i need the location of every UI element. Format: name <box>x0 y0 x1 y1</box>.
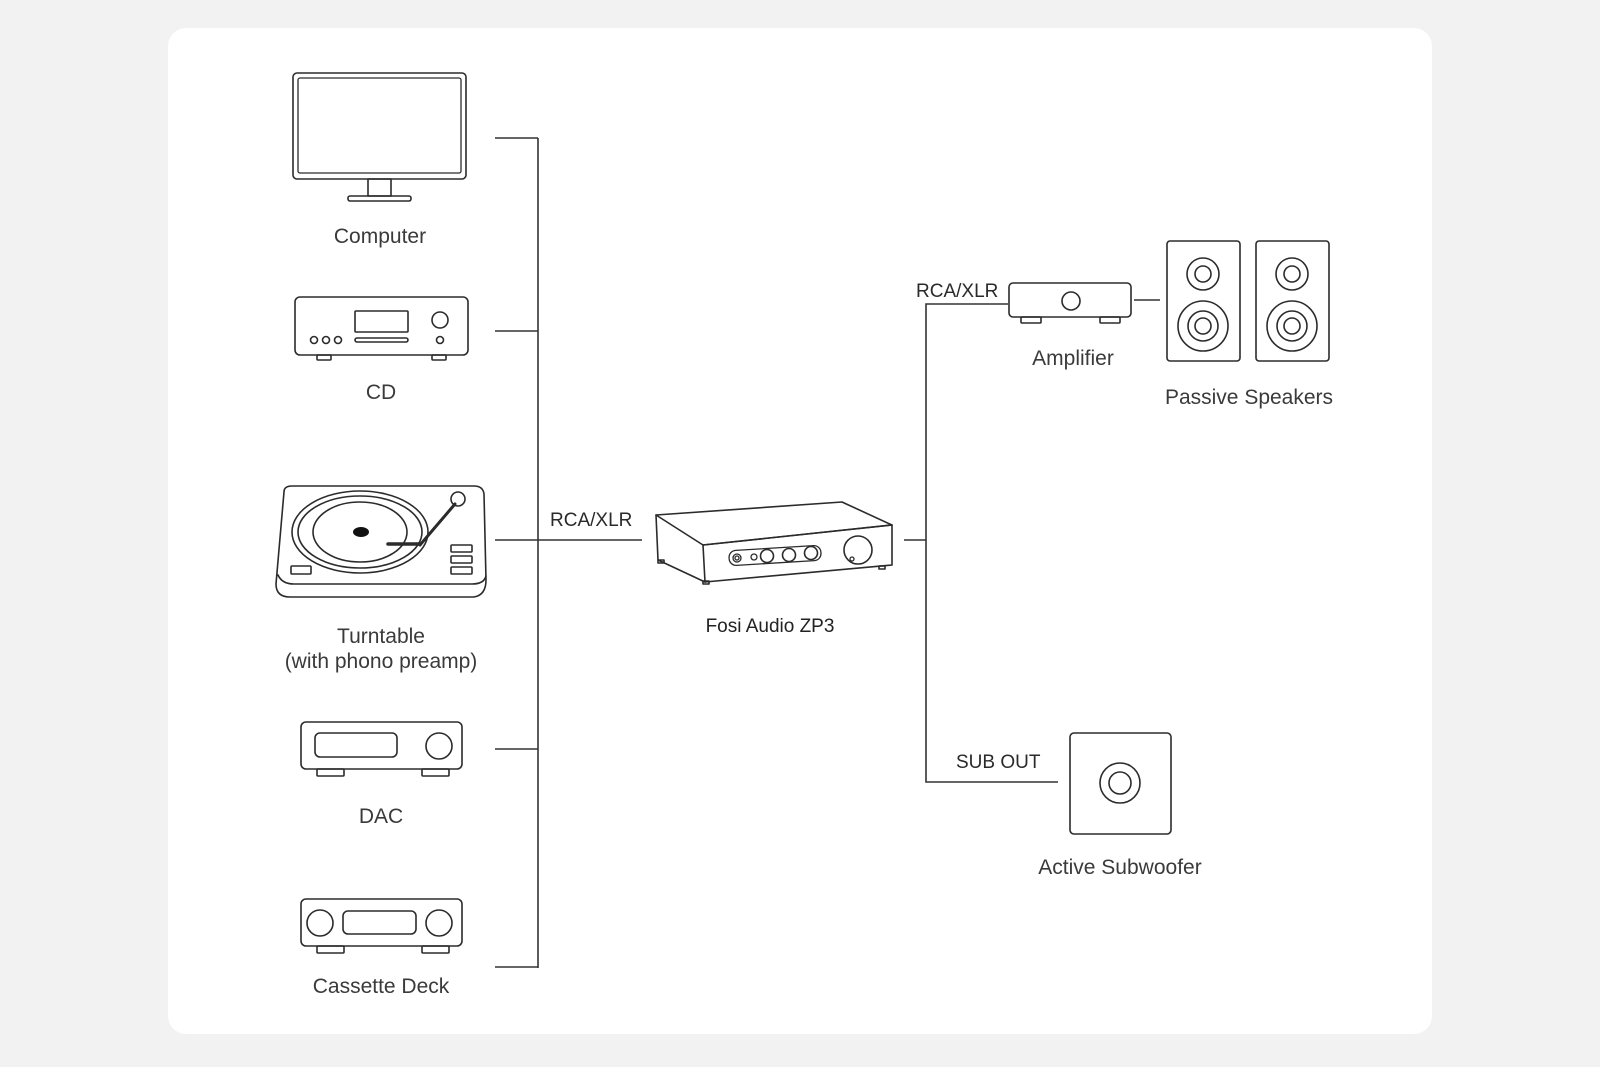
speaker-right-icon <box>1255 240 1330 362</box>
output-vertical-line <box>925 303 1058 783</box>
subwoofer-icon <box>1069 732 1172 835</box>
source-turntable: Turntable (with phono preamp) <box>275 485 487 673</box>
input-bus: RCA/XLR <box>495 137 642 968</box>
label-cd: CD <box>366 381 396 404</box>
output-amplifier: Amplifier <box>1008 282 1132 370</box>
turntable-icon <box>275 485 487 598</box>
label-computer: Computer <box>334 225 426 248</box>
preamp-icon <box>655 501 893 585</box>
source-dac: DAC <box>300 721 463 828</box>
label-amplifier: Amplifier <box>1032 347 1114 370</box>
input-connection-label: RCA/XLR <box>550 510 632 531</box>
output-subwoofer: Active Subwoofer <box>1038 732 1202 879</box>
label-turntable-line1: Turntable <box>337 625 425 648</box>
speakers-icon <box>1166 240 1330 362</box>
dac-icon <box>300 721 463 777</box>
label-dac: DAC <box>359 805 403 828</box>
label-turntable-line2: (with phono preamp) <box>285 650 478 673</box>
label-subwoofer: Active Subwoofer <box>1038 856 1201 879</box>
monitor-icon <box>292 72 467 202</box>
center-device: Fosi Audio ZP3 <box>655 501 893 637</box>
label-zp3: Fosi Audio ZP3 <box>706 616 835 637</box>
cassette-deck-icon <box>300 898 463 954</box>
output-bus: RCA/XLR SUB OUT <box>904 281 1160 783</box>
source-computer: Computer <box>292 72 467 248</box>
sub-connection-label: SUB OUT <box>956 752 1041 773</box>
output-passive-speakers: Passive Speakers <box>1165 240 1333 409</box>
label-passive-speakers: Passive Speakers <box>1165 386 1333 409</box>
cd-player-icon <box>294 296 469 361</box>
label-cassette: Cassette Deck <box>313 975 450 998</box>
speaker-left-icon <box>1166 240 1241 362</box>
amp-connection-label: RCA/XLR <box>916 281 998 302</box>
source-cassette: Cassette Deck <box>300 898 463 998</box>
amplifier-icon <box>1008 282 1132 324</box>
source-cd: CD <box>294 296 469 404</box>
